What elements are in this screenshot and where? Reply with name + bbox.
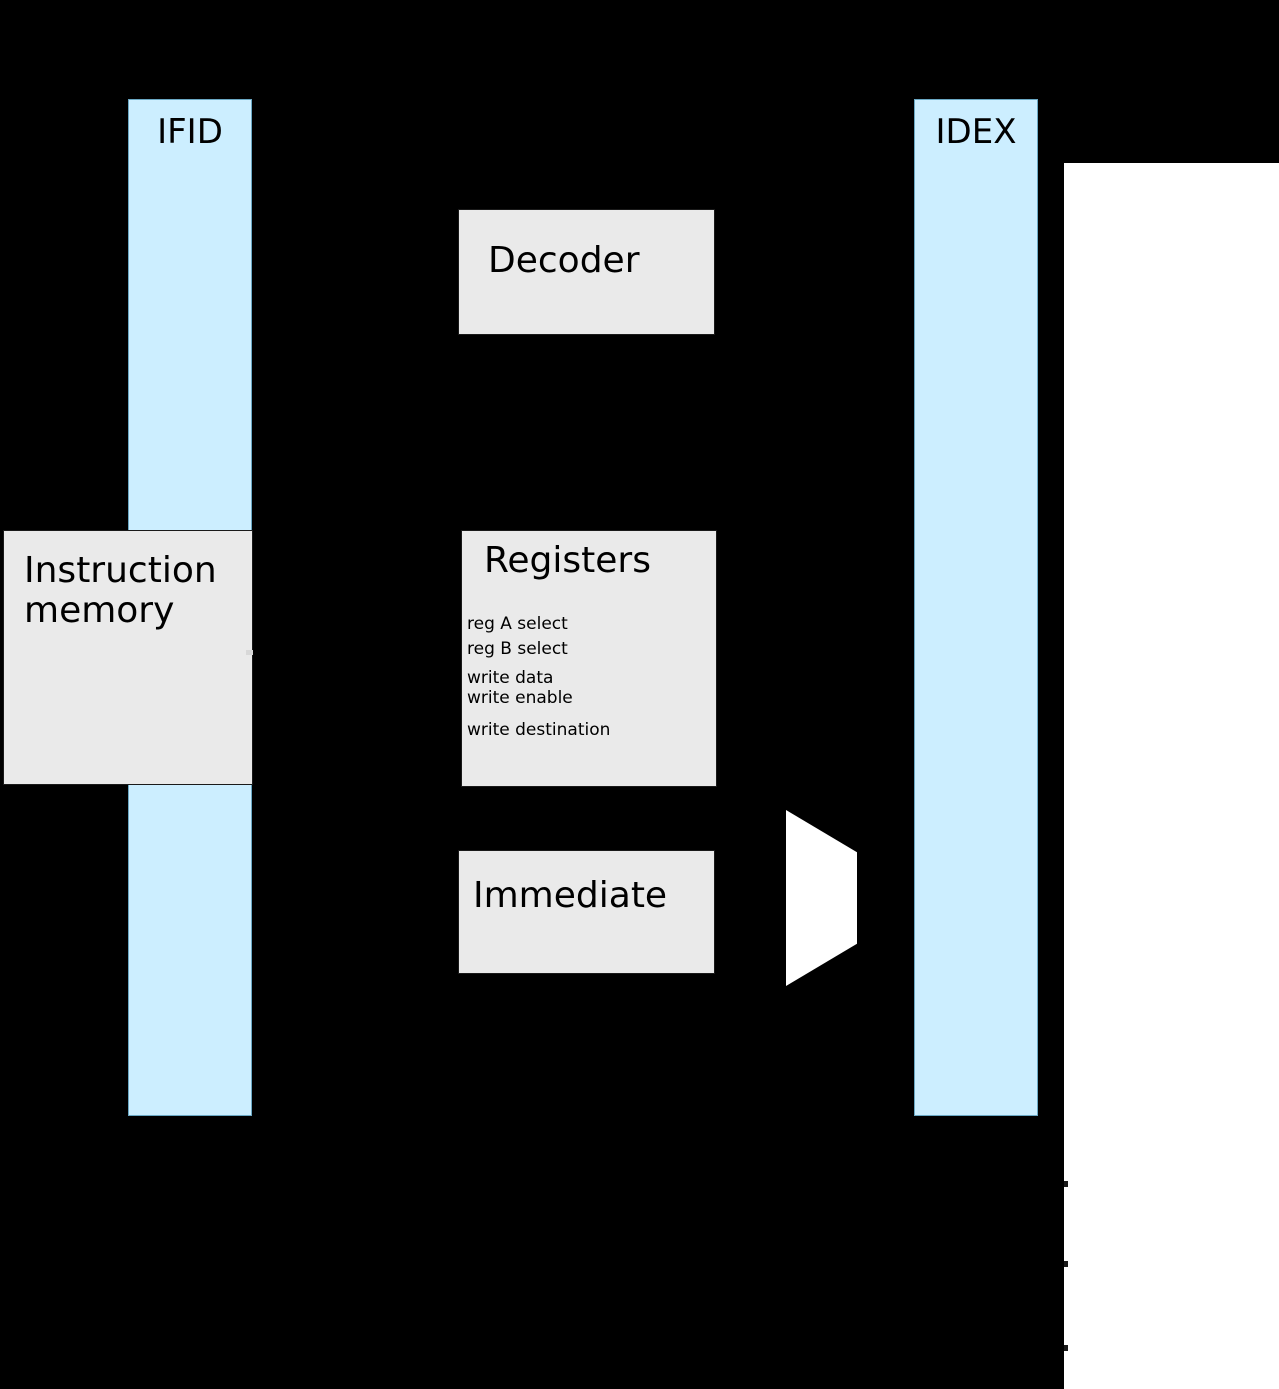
panel-edge-nub-3	[1064, 1345, 1068, 1351]
panel-edge-nub-2	[1064, 1261, 1068, 1267]
operand-mux[interactable]	[786, 810, 857, 986]
register-port-write-enable: write enable	[467, 688, 573, 708]
pipeline-register-idex-label: IDEX	[935, 112, 1017, 152]
panel-edge-nub-1	[1064, 1181, 1068, 1187]
unit-decoder-title: Decoder	[488, 240, 640, 281]
register-port-reg-b-select: reg B select	[467, 639, 568, 659]
unit-instruction-memory[interactable]: Instruction memory	[3, 530, 253, 785]
register-port-write-data: write data	[467, 668, 554, 688]
register-port-write-destination: write destination	[467, 720, 611, 740]
unit-decoder[interactable]: Decoder	[458, 209, 715, 335]
pipeline-register-ifid-label: IFID	[157, 112, 223, 152]
unit-immediate[interactable]: Immediate	[458, 850, 715, 974]
unit-registers-title: Registers	[484, 540, 651, 581]
unit-instruction-memory-title: Instruction memory	[24, 550, 217, 632]
right-white-panel	[1064, 163, 1279, 1389]
instruction-memory-port-nub	[246, 650, 253, 655]
pipeline-register-idex[interactable]: IDEX	[914, 99, 1038, 1116]
register-port-reg-a-select: reg A select	[467, 614, 568, 634]
unit-immediate-title: Immediate	[473, 875, 668, 916]
unit-registers[interactable]: Registers reg A select reg B select writ…	[461, 530, 717, 787]
register-port-list: reg A select reg B select write data wri…	[467, 616, 610, 739]
